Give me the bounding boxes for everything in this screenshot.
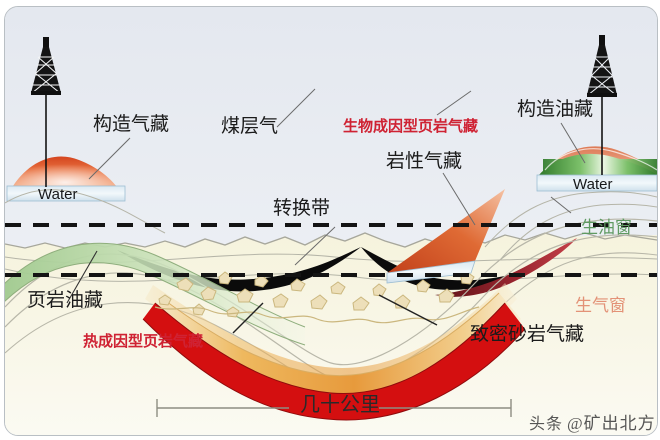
rock-fragment [330,281,346,295]
tight-sand-top-edge [162,292,500,377]
leader-transition-zone [294,226,336,266]
rock-fragment [236,288,254,303]
thermogenic-band-bottom-edge [142,318,526,421]
rock-fragment [290,278,306,292]
leader-biogenic-shale-gas [436,90,472,116]
right-dome-flank-line-2 [500,203,657,260]
right-dome-inner-line [544,148,657,171]
rock-fragment [310,294,328,310]
leader-structural-oil [560,122,586,164]
oil-derrick-icon-right [587,35,617,97]
scale-bar [156,399,512,417]
leader-thermogenic-shale-gas [232,302,264,334]
left-water-layer [6,185,126,202]
right-dome-green-dome [539,153,657,175]
leader-oil-window [550,196,572,214]
leader-coalbed-methane [276,88,316,128]
watermark-prefix: 头条 [529,416,564,433]
rock-fragment [438,288,455,303]
diagram-frame: 构造气藏 煤层气 生物成因型页岩气藏 构造油藏 岩性气藏 转换带 页岩油藏 热成… [4,6,658,436]
leader-tight-sandstone-gas [378,294,438,326]
rock-fragment [158,294,172,306]
rock-fragments-group [158,271,475,318]
oil-derrick-icon-left [31,37,61,95]
leader-lithologic-gas [442,172,476,226]
right-water-layer [536,174,657,192]
rock-fragment [226,306,240,318]
rock-fragment [372,283,387,297]
watermark-handle: @矿出北方 [567,414,656,433]
left-dome-flank-line [5,189,166,234]
lithologic-gas-wedge [387,189,505,275]
rock-fragment [176,277,194,292]
thermogenic-band-top-edge [154,302,506,395]
lithologic-gas-water-layer [386,260,476,284]
shale-oil-band [5,243,305,345]
rock-fragment [200,286,217,301]
rock-fragment [352,296,370,311]
rock-fragment [272,293,289,308]
thermogenic-shale-gas-band [143,303,525,420]
cross-section-svg [5,7,657,435]
leader-shale-oil [66,250,98,304]
rock-fragment [192,303,206,316]
left-dome-highlight [13,156,117,187]
rock-fragment [218,271,233,285]
leader-structural-gas [88,137,131,180]
rock-fragment [416,279,431,293]
